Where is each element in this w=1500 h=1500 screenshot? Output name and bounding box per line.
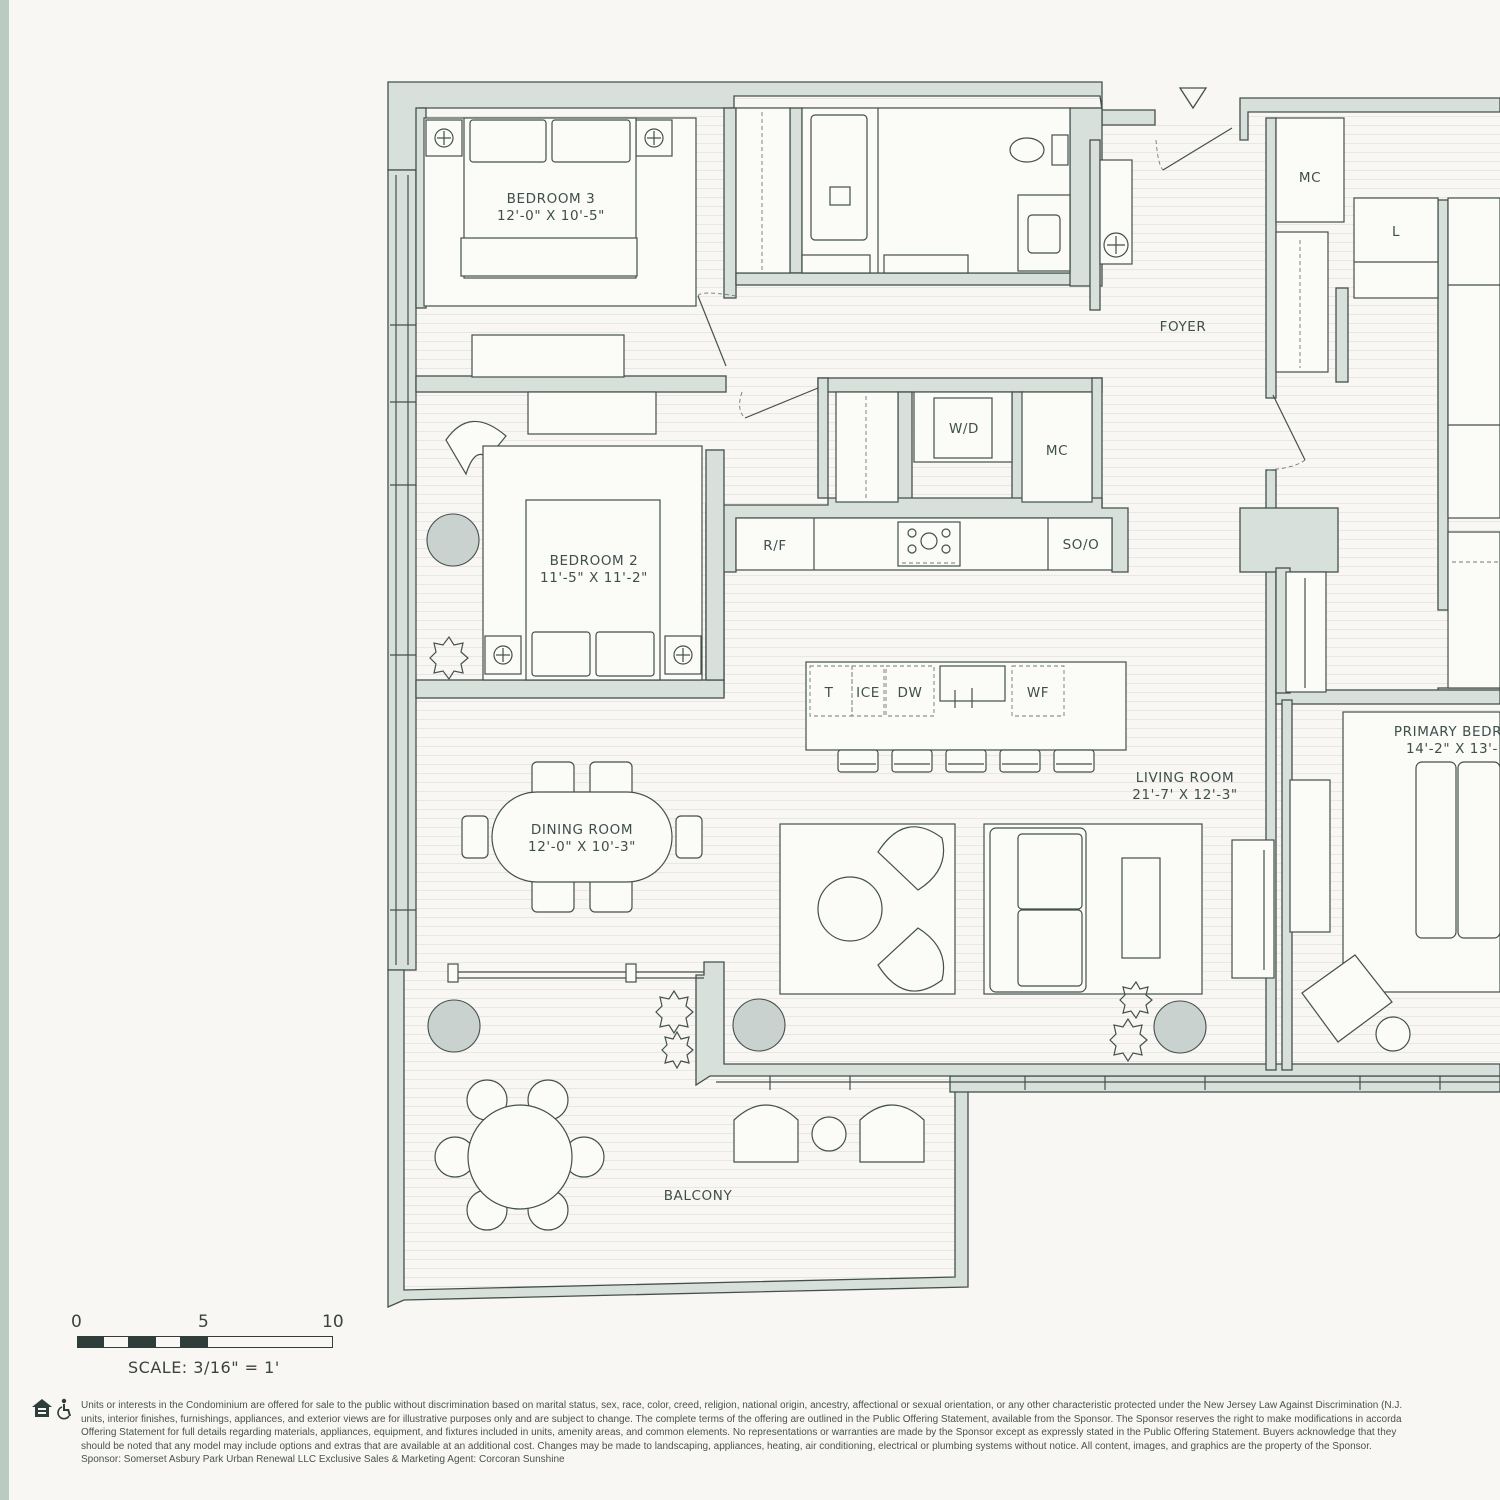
legal-line-2: units, interior finishes, furnishings, a… [81, 1413, 1402, 1425]
bedroom-3-dims: 12'-0" X 10'-5" [497, 208, 605, 224]
legal-line-5: Sponsor: Somerset Asbury Park Urban Rene… [81, 1454, 565, 1466]
dresser-2 [527, 391, 657, 435]
bedroom-2: BEDROOM 2 11'-5" X 11'-2" [426, 391, 703, 681]
scale-caption: SCALE: 3/16" = 1' [128, 1358, 280, 1377]
scale-tick-10: 10 [322, 1312, 344, 1332]
accessibility-icon [57, 1398, 71, 1420]
vanity [1017, 194, 1071, 272]
wd-label: W/D [949, 421, 979, 437]
balcony-label: BALCONY [664, 1188, 733, 1204]
trash-label: T [824, 685, 834, 701]
side-table-2 [426, 513, 480, 567]
primary-armchair [1301, 954, 1393, 1043]
left-accent-strip [0, 0, 9, 1500]
living-area: LIVING ROOM 21'-7' X 12'-3" [732, 770, 1275, 1063]
bedroom-3: BEDROOM 3 12'-0" X 10'-5" [423, 117, 697, 378]
linen-label: L [1392, 224, 1400, 240]
plant-icon [661, 1030, 694, 1070]
kitchen-counter: R/F SO/O [735, 517, 1113, 571]
foyer-closet [1099, 159, 1133, 265]
legal-line-3: Offering Statement for full details rega… [81, 1427, 1397, 1439]
coffee-table-rect [1121, 857, 1161, 959]
ice-label: ICE [856, 685, 880, 701]
rf-label: R/F [763, 538, 787, 554]
west-windows [390, 175, 416, 965]
balcony-doors [447, 963, 704, 983]
plant-icon [429, 635, 469, 681]
laundry: W/D MC [835, 391, 1093, 503]
primary-bedroom-label: PRIMARY BEDR [1394, 724, 1500, 740]
dresser-3 [471, 334, 625, 378]
south-wall [949, 1075, 1500, 1093]
compliance-icons [32, 1398, 71, 1420]
mc-label-2: MC [1046, 443, 1068, 459]
scale-bar: 0 5 10 SCALE: 3/16" = 1' [70, 1312, 350, 1392]
toilet [1009, 137, 1045, 163]
doors [697, 127, 1306, 471]
bathtub [810, 114, 868, 241]
scale-tick-5: 5 [198, 1312, 209, 1332]
bedroom-2-label: BEDROOM 2 [550, 553, 639, 569]
plant-icon [655, 989, 694, 1035]
dining-area: DINING ROOM 12'-0" X 10'-3" [461, 761, 703, 913]
mc-label-1: MC [1299, 170, 1321, 186]
living-room-dims: 21'-7' X 12'-3" [1132, 787, 1237, 803]
cooktop-icon [897, 521, 961, 567]
mechanical-closets-east: MC L [1275, 117, 1500, 693]
legal-line-1: Units or interests in the Condominium ar… [81, 1400, 1403, 1411]
legal-line-4: should be noted that any model may inclu… [81, 1440, 1372, 1452]
living-room-label: LIVING ROOM [1136, 770, 1234, 786]
primary-bedroom: PRIMARY BEDR 14'-2" X 13'- [1289, 711, 1500, 1052]
primary-dresser [1289, 779, 1331, 933]
plant-icon [1119, 980, 1153, 1020]
bath-drain-icon [829, 186, 851, 206]
lounge-chair-1 [877, 826, 945, 891]
primary-bedroom-dims: 14'-2" X 13'- [1406, 741, 1498, 757]
entry-arrow-icon [1178, 87, 1208, 110]
scale-tick-0: 0 [71, 1312, 82, 1332]
floor-plan: BEDROOM 3 12'-0" X 10'-5" FOYER MC L [387, 81, 1500, 1308]
bedroom-3-label: BEDROOM 3 [507, 191, 596, 207]
balcony-chair-1 [733, 1104, 799, 1163]
bar-stools [837, 749, 1095, 773]
foyer-label: FOYER [1160, 319, 1207, 335]
wine-fridge-label: WF [1027, 685, 1049, 701]
dining-room-label: DINING ROOM [531, 822, 633, 838]
dining-room-dims: 12'-0" X 10'-3" [528, 839, 636, 855]
soo-label: SO/O [1063, 537, 1100, 553]
closet-bedroom-3 [735, 107, 791, 274]
west-wall [387, 169, 417, 971]
plant-icon [1109, 1017, 1148, 1063]
exterior-walls [387, 81, 1500, 1308]
legal-text: Units or interests in the Condominium ar… [81, 1399, 1500, 1467]
balcony-chair-2 [859, 1104, 925, 1163]
media-console [1231, 839, 1275, 979]
lounge-chair-2 [877, 927, 945, 992]
balcony-dining-set [434, 1079, 605, 1231]
coffee-table-round [817, 876, 883, 942]
balcony: BALCONY [427, 989, 925, 1231]
south-windows [716, 1076, 1500, 1090]
bathroom [801, 107, 1071, 274]
legal-disclaimer: Units or interests in the Condominium ar… [32, 1398, 1500, 1478]
equal-housing-icon [32, 1399, 52, 1417]
kitchen-island: T ICE DW WF [805, 661, 1127, 773]
dining-table [491, 791, 673, 883]
bedroom-2-dims: 11'-5" X 11'-2" [540, 570, 648, 586]
dishwasher-label: DW [898, 685, 923, 701]
